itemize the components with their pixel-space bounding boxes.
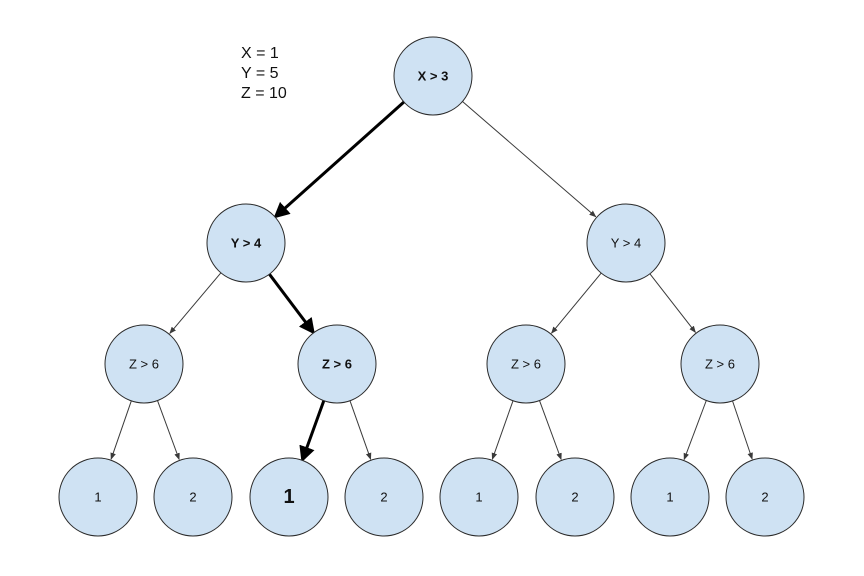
node-l2-c: Z > 6	[486, 324, 566, 404]
node-circle	[249, 457, 329, 537]
node-leaf-2: 2	[153, 457, 233, 537]
node-l1-left: Y > 4	[206, 203, 286, 283]
node-label: Z > 6	[705, 357, 735, 372]
node-label: Z > 6	[322, 357, 352, 372]
node-circle	[486, 324, 566, 404]
node-label: 2	[571, 490, 578, 505]
node-leaf-6: 2	[535, 457, 615, 537]
node-label: 1	[666, 490, 673, 505]
edge-l2-a-to-leaf-1	[110, 400, 132, 460]
edge-l2-d-to-leaf-7	[683, 400, 707, 461]
node-circle	[58, 457, 138, 537]
node-circle	[297, 324, 377, 404]
node-circle	[206, 203, 286, 283]
highlighted-edge-l1-left-to-l2-b	[268, 273, 315, 335]
node-label: Z > 6	[511, 357, 541, 372]
edge-l1-right-to-l2-d	[649, 273, 696, 333]
edge-root-to-l1-right	[462, 101, 597, 218]
node-leaf-7: 1	[630, 457, 710, 537]
edge-l2-c-to-leaf-5	[491, 400, 514, 460]
variable-assignments: X = 1 Y = 5 Z = 10	[241, 44, 287, 104]
node-circle	[439, 457, 519, 537]
node-circle	[344, 457, 424, 537]
edge-l1-left-to-l2-a	[169, 272, 222, 334]
node-root: X > 3	[393, 36, 473, 116]
node-circle	[680, 324, 760, 404]
node-circle	[104, 324, 184, 404]
node-leaf-4: 2	[344, 457, 424, 537]
node-label: 1	[283, 486, 294, 508]
node-leaf-1: 1	[58, 457, 138, 537]
highlighted-edge-l2-b-to-leaf-3	[299, 400, 326, 463]
node-label: 1	[94, 490, 101, 505]
node-leaf-3: 1	[249, 457, 329, 537]
node-leaf-5: 1	[439, 457, 519, 537]
node-label: Y > 4	[231, 236, 262, 251]
node-l2-a: Z > 6	[104, 324, 184, 404]
edge-l1-right-to-l2-c	[551, 272, 602, 334]
node-circle	[725, 457, 805, 537]
node-circle	[586, 203, 666, 283]
variable-z: Z = 10	[241, 85, 287, 102]
highlighted-edge-root-to-l1-left	[273, 100, 405, 219]
nodes-layer: X > 3 Y > 4 Y > 4 Z > 6 Z > 6 Z > 6 Z > 6 1 2 1 2 1…	[58, 36, 805, 537]
node-l2-d: Z > 6	[680, 324, 760, 404]
edge-l2-c-to-leaf-6	[539, 400, 562, 461]
node-circle	[393, 36, 473, 116]
variable-x: X = 1	[241, 45, 279, 62]
node-label: Z > 6	[129, 357, 159, 372]
edge-l2-d-to-leaf-8	[732, 400, 753, 460]
node-l2-b: Z > 6	[297, 324, 377, 404]
node-l1-right: Y > 4	[586, 203, 666, 283]
node-label: 2	[761, 490, 768, 505]
node-circle	[153, 457, 233, 537]
variable-y: Y = 5	[241, 65, 279, 82]
node-circle	[630, 457, 710, 537]
node-label: Y > 4	[611, 236, 641, 251]
node-label: 1	[475, 490, 482, 505]
node-circle	[535, 457, 615, 537]
node-label: 2	[380, 490, 387, 505]
node-leaf-8: 2	[725, 457, 805, 537]
edge-l2-b-to-leaf-4	[349, 400, 372, 460]
node-label: X > 3	[418, 69, 449, 84]
edges-layer	[110, 100, 753, 463]
edge-l2-a-to-leaf-2	[157, 400, 180, 461]
node-label: 2	[189, 490, 196, 505]
